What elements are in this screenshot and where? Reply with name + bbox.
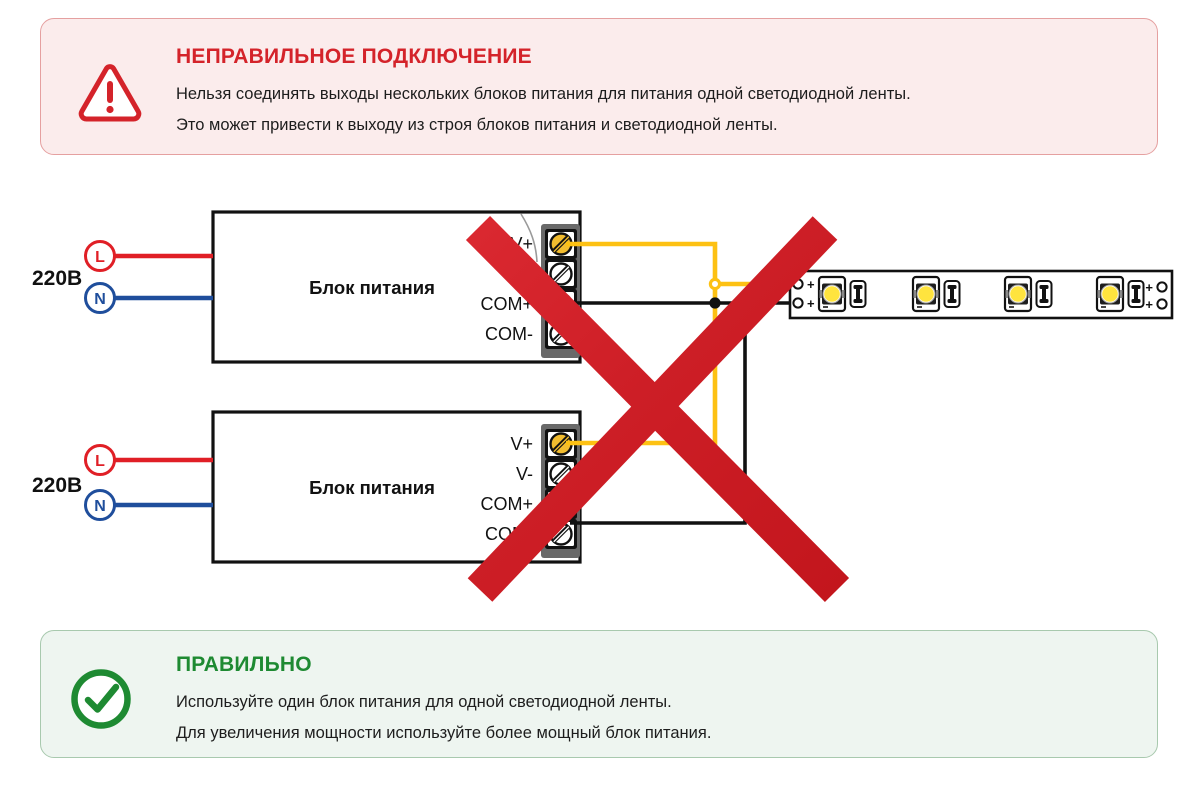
warning-box: НЕПРАВИЛЬНОЕ ПОДКЛЮЧЕНИЕ Нельзя соединят…: [40, 18, 1158, 155]
neutral-terminal-circle-1: [84, 282, 116, 314]
strip-pad-right-top: [1156, 281, 1168, 293]
correct-title: ПРАВИЛЬНО: [176, 653, 312, 676]
strip-pad-label-rt: +: [1145, 280, 1153, 295]
psu-1-terminal-label-complus: COM+: [480, 294, 533, 314]
led-chip-4: [1095, 275, 1125, 313]
neutral-terminal-circle-2: [84, 489, 116, 521]
mains-input-2: 220В L N: [32, 444, 213, 521]
live-label-2: L: [95, 453, 105, 470]
common-wire-branch: [570, 303, 747, 525]
psu-2-label: Блок питания: [309, 477, 435, 498]
cross-stroke-2: [467, 216, 838, 602]
live-terminal-circle-1: [84, 240, 116, 272]
psu-1-label: Блок питания: [309, 277, 435, 298]
warning-triangle-icon: [78, 64, 142, 122]
psu-1-case-curve: [520, 213, 538, 263]
psu-2-terminal-label-complus: COM+: [480, 494, 533, 514]
warning-line-1: Нельзя соединять выходы нескольких блоко…: [176, 85, 911, 103]
live-terminal-circle-2: [84, 444, 116, 476]
strip-pad-label-lb: +: [807, 296, 815, 311]
strip-pad-left-bottom: [792, 297, 804, 309]
strip-pad-right-bottom: [1156, 298, 1168, 310]
led-chip-3: [1003, 275, 1033, 313]
live-label-1: L: [95, 249, 105, 266]
strip-pad-label-rb: +: [1145, 297, 1153, 312]
resistor-1: [849, 280, 867, 308]
prohibition-cross-icon: [465, 216, 850, 602]
mains-input-1: 220В L N: [32, 240, 213, 314]
neutral-label-2: N: [94, 498, 106, 515]
resistor-4: [1127, 280, 1145, 308]
resistor-3: [1035, 280, 1053, 308]
warning-line-2: Это может привести к выходу из строя бло…: [176, 116, 778, 134]
psu-2-terminal-label-vminus: V-: [516, 464, 533, 484]
correct-box: ПРАВИЛЬНО Используйте один блок питания …: [40, 630, 1158, 758]
led-chip-1: [817, 275, 847, 313]
common-junction-dot: [709, 297, 721, 309]
positive-junction-ring: [708, 277, 722, 291]
psu-2-terminal-label-vplus: V+: [510, 434, 533, 454]
warning-title: НЕПРАВИЛЬНОЕ ПОДКЛЮЧЕНИЕ: [176, 45, 532, 68]
mains-voltage-label-1: 220В: [32, 267, 82, 290]
correct-line-2: Для увеличения мощности используйте боле…: [176, 724, 712, 742]
led-strip: + + + +: [788, 269, 1174, 320]
mains-voltage-label-2: 220В: [32, 474, 82, 497]
strip-pad-label-lt: +: [807, 277, 815, 292]
psu-1-terminal-label-comminus: COM-: [485, 324, 533, 344]
led-chip-2: [911, 275, 941, 313]
resistor-2: [943, 280, 961, 308]
check-circle-icon: [71, 669, 131, 729]
neutral-label-1: N: [94, 291, 106, 308]
correct-line-1: Используйте один блок питания для одной …: [176, 693, 672, 711]
